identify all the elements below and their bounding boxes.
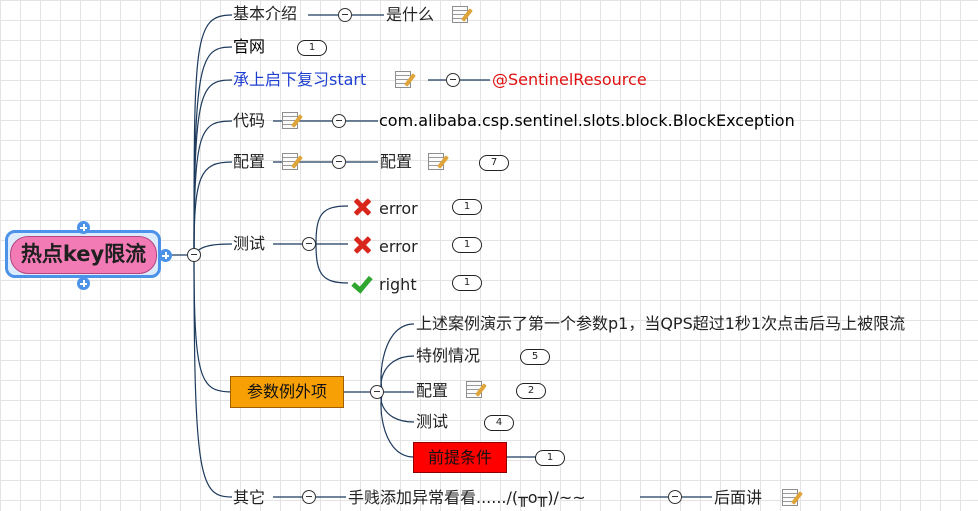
root-node[interactable]: 热点key限流 (10, 236, 157, 274)
cross-icon (352, 235, 372, 255)
param-item[interactable]: 配置 (416, 381, 449, 400)
count-badge[interactable]: 4 (484, 415, 514, 431)
param-item[interactable]: 上述案例演示了第一个参数p1，当QPS超过1秒1次点击后马上被限流 (416, 314, 906, 333)
note-icon[interactable] (282, 153, 298, 170)
branch-code[interactable]: 代码 (233, 111, 266, 130)
collapse-root-icon[interactable] (187, 248, 201, 262)
note-icon[interactable] (452, 6, 468, 23)
collapse-code-icon[interactable] (332, 114, 346, 128)
collapse-intro-icon[interactable] (338, 8, 352, 22)
note-icon[interactable] (428, 153, 444, 170)
note-icon[interactable] (282, 112, 298, 129)
intro-child[interactable]: 是什么 (386, 5, 435, 24)
count-badge[interactable]: 1 (452, 275, 482, 291)
branch-param[interactable]: 参数例外项 (230, 376, 344, 408)
other-grandchild[interactable]: 后面讲 (714, 488, 763, 507)
collapse-recap-icon[interactable] (446, 73, 460, 87)
note-icon[interactable] (466, 381, 482, 398)
count-badge[interactable]: 1 (297, 40, 327, 56)
note-icon[interactable] (395, 71, 411, 88)
count-badge[interactable]: 1 (452, 237, 482, 253)
branch-test[interactable]: 测试 (233, 234, 266, 253)
count-badge[interactable]: 7 (479, 155, 509, 171)
test-item[interactable]: error (379, 199, 418, 218)
branch-recap[interactable]: 承上启下复习start (233, 70, 367, 89)
count-badge[interactable]: 1 (452, 199, 482, 215)
test-item[interactable]: right (379, 275, 417, 294)
other-child[interactable]: 手贱添加异常看看....../(╥o╥)/~~ (348, 488, 586, 507)
code-child[interactable]: com.alibaba.csp.sentinel.slots.block.Blo… (379, 111, 795, 130)
branch-site[interactable]: 官网 (233, 37, 266, 56)
collapse-config-icon[interactable] (332, 155, 346, 169)
param-item[interactable]: 特例情况 (416, 346, 481, 365)
collapse-param-icon[interactable] (370, 385, 384, 399)
test-item[interactable]: error (379, 237, 418, 256)
collapse-test-icon[interactable] (302, 237, 316, 251)
expand-right-handle-icon[interactable] (159, 249, 172, 262)
branch-config[interactable]: 配置 (233, 152, 266, 171)
branch-intro[interactable]: 基本介绍 (233, 4, 298, 23)
check-icon (350, 272, 372, 292)
cross-icon (352, 197, 372, 217)
note-icon[interactable] (782, 489, 798, 506)
branch-other[interactable]: 其它 (233, 488, 266, 507)
collapse-other-icon[interactable] (302, 490, 316, 504)
count-badge[interactable]: 5 (520, 349, 550, 365)
count-badge[interactable]: 2 (516, 383, 546, 399)
count-badge[interactable]: 1 (535, 450, 565, 466)
collapse-other-child-icon[interactable] (668, 490, 682, 504)
param-item[interactable]: 测试 (416, 412, 449, 431)
recap-child[interactable]: @SentinelResource (492, 70, 647, 89)
expand-top-handle-icon[interactable] (77, 221, 90, 234)
premise-node[interactable]: 前提条件 (413, 442, 507, 473)
expand-bottom-handle-icon[interactable] (77, 277, 90, 290)
config-child[interactable]: 配置 (380, 152, 413, 171)
